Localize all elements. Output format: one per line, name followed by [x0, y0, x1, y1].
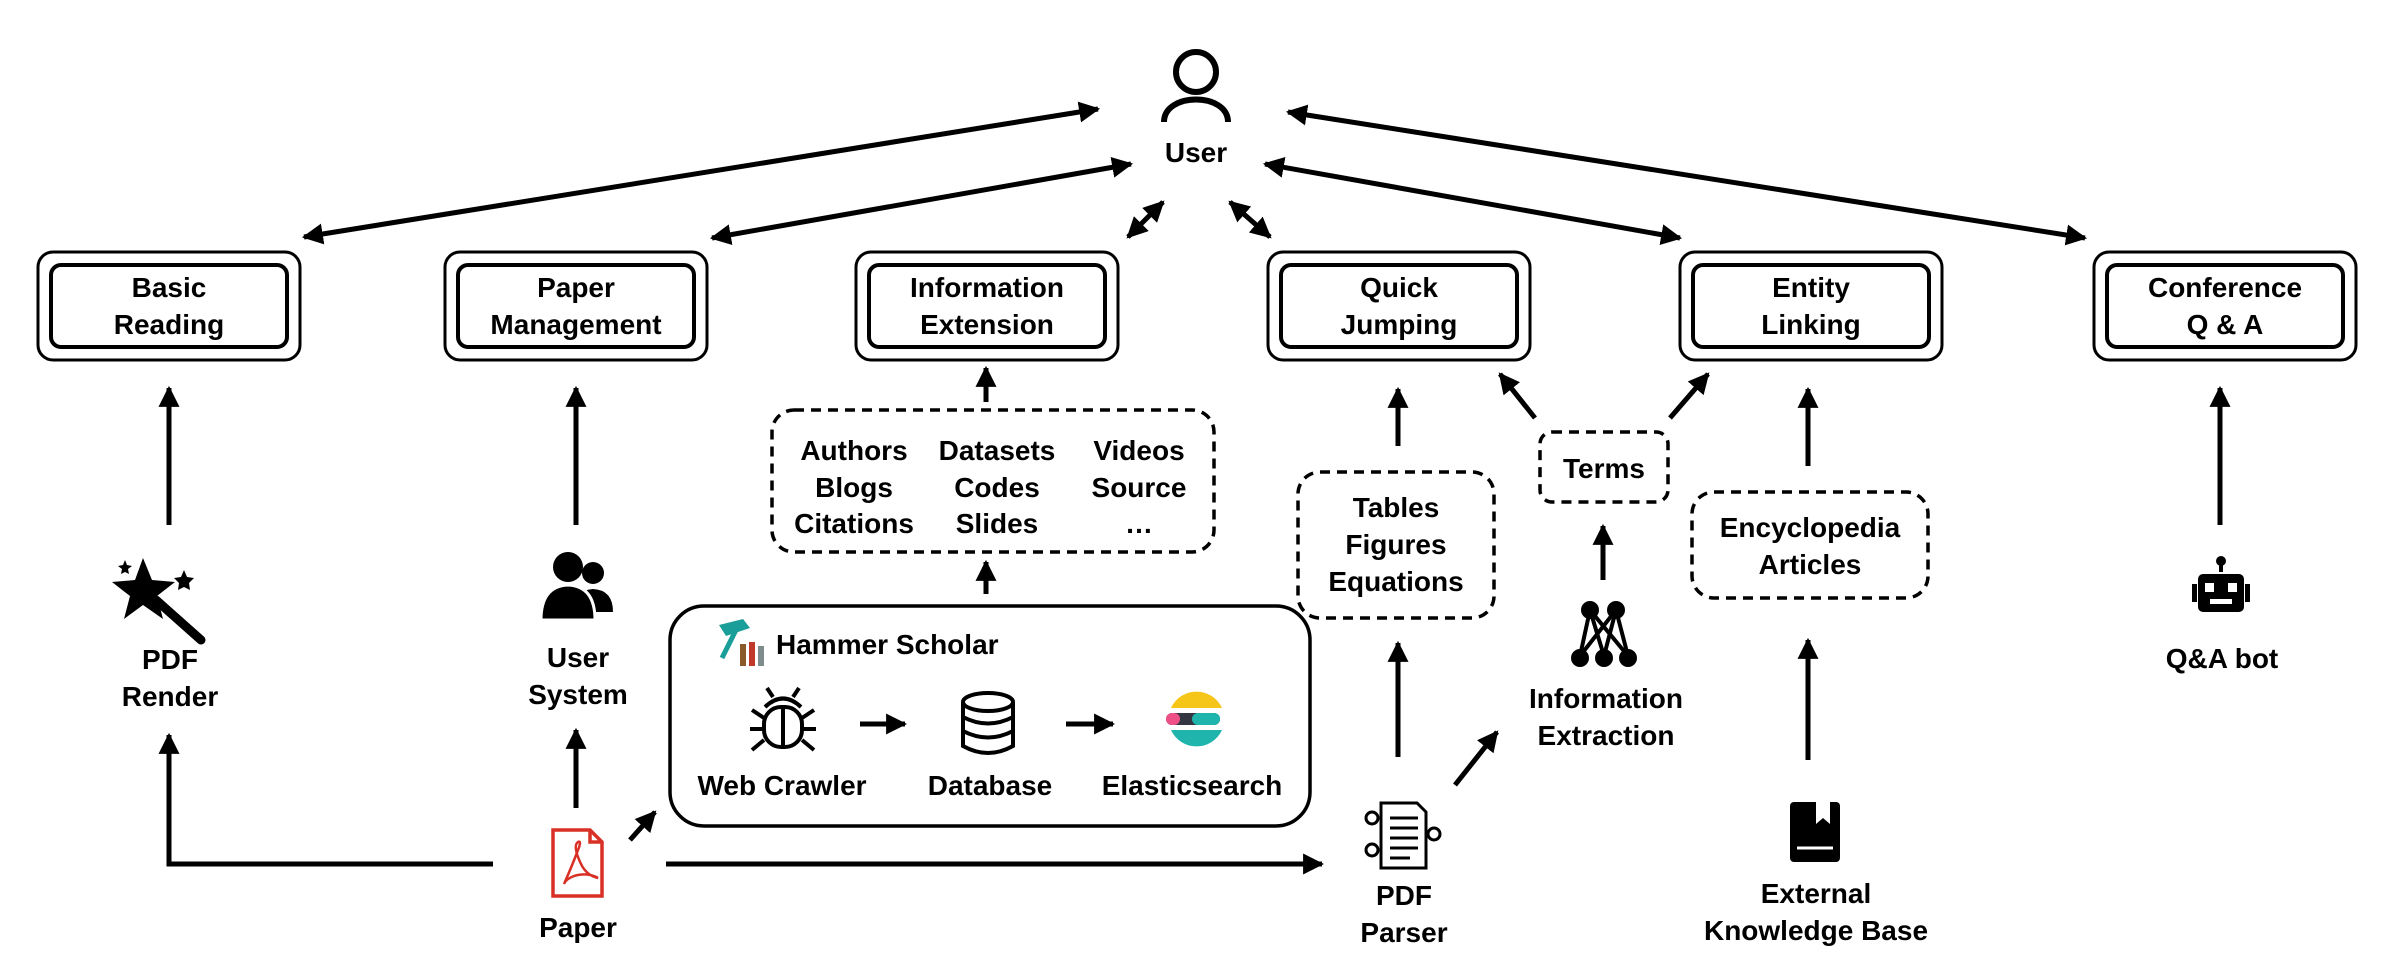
feature-entity-linking: Entity Linking — [1678, 250, 1944, 362]
feature-label-line1: Information — [910, 272, 1064, 303]
robot-icon — [2192, 556, 2250, 612]
connector-arrows — [158, 101, 2231, 875]
feature-paper-management: Paper Management — [443, 250, 709, 362]
item-more: … — [1125, 508, 1153, 539]
users-icon — [539, 552, 613, 622]
database-label: Database — [928, 770, 1053, 801]
arrow-user-basic-reading — [301, 101, 1101, 245]
feature-quick-jumping: Quick Jumping — [1266, 250, 1532, 362]
feature-label-line1: Conference — [2148, 272, 2302, 303]
item-datasets: Datasets — [939, 435, 1056, 466]
external-kb-line2: Knowledge Base — [1704, 915, 1928, 946]
elasticsearch-label: Elasticsearch — [1102, 770, 1283, 801]
feature-label-line2: Q & A — [2187, 309, 2264, 340]
feature-label-line2: Jumping — [1341, 309, 1458, 340]
user-system-node: User System — [528, 552, 628, 710]
hammer-scholar-title: Hammer Scholar — [776, 629, 999, 660]
arrow-user-information-extension — [1126, 200, 1165, 239]
user-node: User — [1161, 49, 1231, 168]
magic-wand-icon — [112, 558, 206, 645]
qa-bot-node: Q&A bot — [2166, 556, 2279, 674]
network-icon — [1571, 601, 1637, 667]
item-codes: Codes — [954, 472, 1040, 503]
pdf-render-line1: PDF — [142, 644, 198, 675]
paper-label: Paper — [539, 912, 617, 943]
user-label: User — [1165, 137, 1227, 168]
qa-bot-label: Q&A bot — [2166, 643, 2279, 674]
external-kb-node: External Knowledge Base — [1704, 802, 1928, 946]
user-icon — [1161, 49, 1231, 123]
feature-label-line1: Quick — [1360, 272, 1438, 303]
feature-label-line2: Linking — [1761, 309, 1861, 340]
information-extraction-line2: Extraction — [1538, 720, 1675, 751]
database-icon — [961, 691, 1015, 755]
feature-label-line2: Management — [490, 309, 661, 340]
encyclopedia-box: Encyclopedia Articles — [1690, 490, 1930, 600]
figures-label: Figures — [1345, 529, 1446, 560]
hammer-scholar-box: Hammer Scholar Web Crawler Database — [668, 604, 1312, 828]
information-extraction-line1: Information — [1529, 683, 1683, 714]
feature-label-line1: Paper — [537, 272, 615, 303]
terms-box: Terms — [1538, 430, 1670, 504]
item-slides: Slides — [956, 508, 1038, 539]
arrow-user-quick-jumping — [1228, 200, 1272, 239]
external-kb-line1: External — [1761, 878, 1872, 909]
user-system-line1: User — [547, 642, 609, 673]
item-blogs: Blogs — [815, 472, 893, 503]
arrow-user-entity-linking — [1262, 156, 1683, 246]
feature-information-extension: Information Extension — [854, 250, 1120, 362]
information-extraction-node: Information Extraction — [1529, 601, 1683, 751]
extension-items-box: Authors Blogs Citations Datasets Codes S… — [770, 408, 1216, 554]
web-crawler-label: Web Crawler — [697, 770, 866, 801]
feature-label-line2: Extension — [920, 309, 1054, 340]
tables-label: Tables — [1353, 492, 1440, 523]
feature-label-line1: Entity — [1772, 272, 1850, 303]
arrow-parser-to-extraction — [1453, 730, 1499, 787]
bug-icon — [750, 686, 816, 752]
paper-node: Paper — [539, 828, 617, 943]
hammer-icon — [719, 619, 764, 666]
document-gears-icon — [1364, 801, 1442, 870]
feature-label-line2: Reading — [114, 309, 224, 340]
feature-conference-qa: Conference Q & A — [2092, 250, 2358, 362]
arrow-user-conference-qa — [1285, 104, 2088, 246]
pdf-parser-node: PDF Parser — [1360, 801, 1448, 948]
elasticsearch-icon — [1166, 691, 1222, 747]
feature-basic-reading: Basic Reading — [36, 250, 302, 362]
book-icon — [1790, 802, 1840, 862]
terms-label: Terms — [1563, 453, 1645, 484]
pdf-file-icon — [551, 828, 604, 898]
item-videos: Videos — [1093, 435, 1184, 466]
arrow-terms-to-entity-linking — [1668, 372, 1710, 420]
equations-label: Equations — [1328, 566, 1463, 597]
arrow-user-paper-management — [709, 156, 1134, 246]
tables-figures-box: Tables Figures Equations — [1296, 470, 1496, 620]
arrow-terms-to-quick-jumping — [1498, 372, 1537, 420]
encyclopedia-label: Encyclopedia — [1720, 512, 1901, 543]
item-authors: Authors — [800, 435, 907, 466]
item-source: Source — [1092, 472, 1187, 503]
arrow-paper-to-pdf-render — [158, 732, 493, 867]
item-citations: Citations — [794, 508, 914, 539]
arrow-paper-to-hammer — [628, 810, 657, 842]
pdf-parser-line2: Parser — [1360, 917, 1447, 948]
pdf-parser-line1: PDF — [1376, 880, 1432, 911]
feature-label-line1: Basic — [132, 272, 207, 303]
user-system-line2: System — [528, 679, 628, 710]
pdf-render-node: PDF Render — [112, 558, 218, 712]
pdf-render-line2: Render — [122, 681, 219, 712]
articles-label: Articles — [1759, 549, 1862, 580]
